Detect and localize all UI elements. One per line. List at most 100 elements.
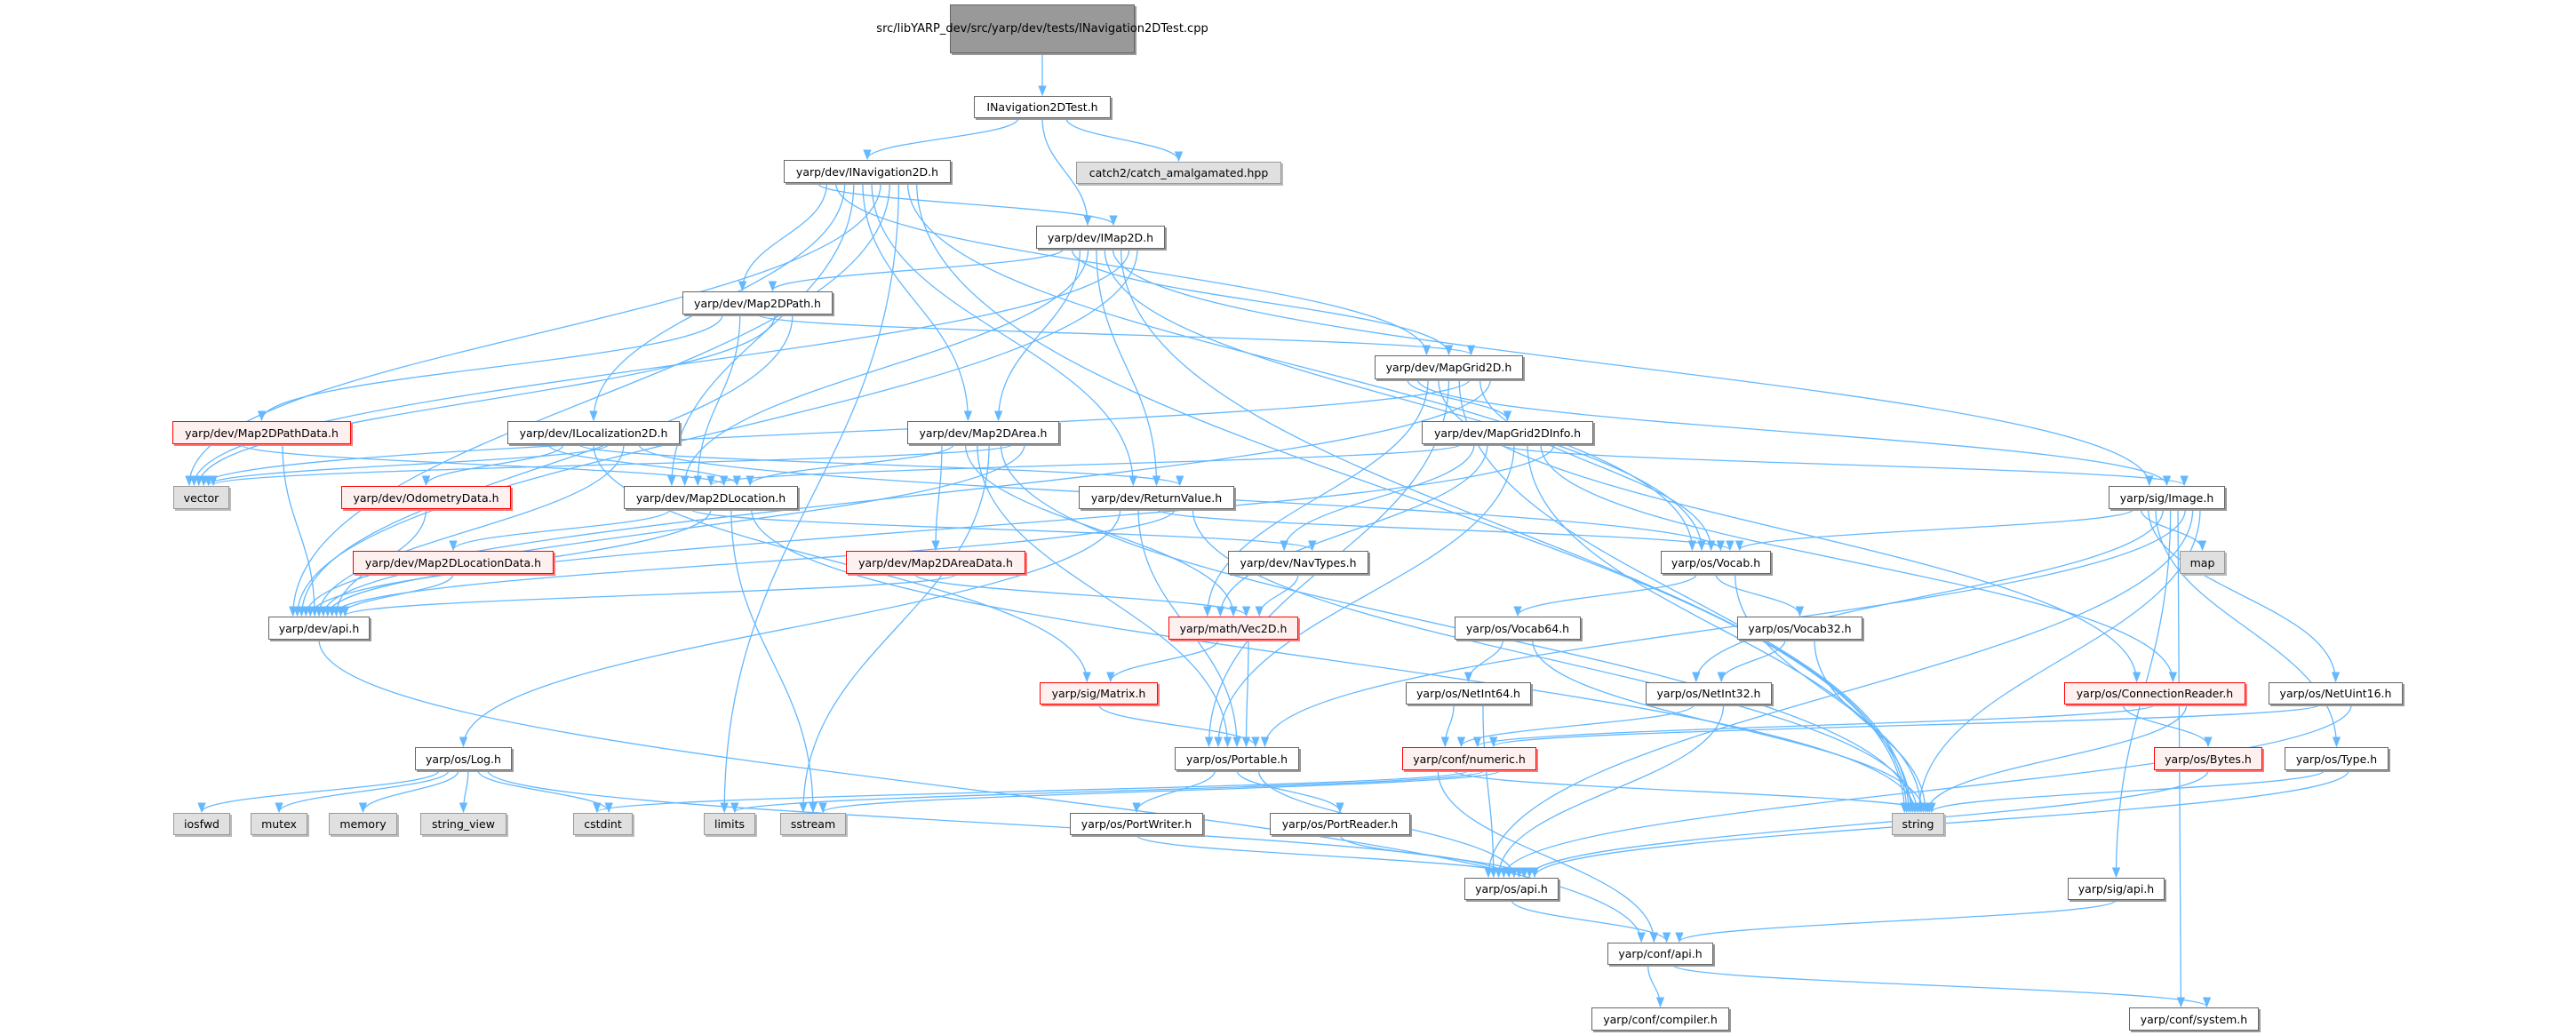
edge-vocab-to-vocab32 — [1715, 573, 1805, 617]
node-portwriter[interactable]: yarp/os/PortWriter.h — [1070, 813, 1203, 835]
node-grid[interactable]: yarp/dev/MapGrid2D.h — [1375, 355, 1523, 379]
node-label: INavigation2DTest.h — [986, 100, 1098, 114]
edge-loc-to-sstream — [730, 508, 817, 814]
edge-inav-to-imap — [817, 182, 1118, 227]
edge-log-to-string_view — [459, 769, 469, 814]
node-areadata[interactable]: yarp/dev/Map2DAreaData.h — [846, 551, 1025, 574]
edge-area-to-vec2d — [964, 443, 1238, 617]
node-label: map — [2189, 555, 2215, 569]
node-sstream[interactable]: sstream — [780, 813, 846, 835]
node-iloc[interactable]: yarp/dev/ILocalization2D.h — [507, 421, 680, 444]
node-odom[interactable]: yarp/dev/OdometryData.h — [341, 486, 511, 509]
edge-inav-to-string — [916, 182, 1909, 814]
node-netuint16[interactable]: yarp/os/NetUint16.h — [2269, 682, 2403, 705]
edge-image-to-osapi — [1484, 508, 2194, 879]
node-inav[interactable]: yarp/dev/INavigation2D.h — [784, 160, 951, 183]
node-navtypes[interactable]: yarp/dev/NavTypes.h — [1228, 551, 1368, 574]
edge-path-to-pathdata — [257, 314, 723, 422]
node-portable[interactable]: yarp/os/Portable.h — [1175, 747, 1299, 770]
edge-image-to-netint32 — [1692, 508, 2164, 683]
node-type[interactable]: yarp/os/Type.h — [2285, 747, 2389, 770]
edge-navtypes-to-vec2d — [1255, 573, 1299, 617]
edge-connreader-to-bytes — [2122, 704, 2213, 748]
node-confapi[interactable]: yarp/conf/api.h — [1607, 943, 1713, 965]
edge-vec2d-to-matrix — [1106, 639, 1219, 683]
node-log[interactable]: yarp/os/Log.h — [415, 747, 512, 770]
node-label: yarp/dev/MapGrid2D.h — [1385, 361, 1512, 374]
edge-connreader-to-numeric — [1473, 704, 2156, 748]
node-vocab32[interactable]: yarp/os/Vocab32.h — [1737, 617, 1862, 640]
edge-imap-to-image — [1112, 248, 2154, 487]
node-string[interactable]: string — [1892, 813, 1944, 835]
node-osapi[interactable]: yarp/os/api.h — [1464, 878, 1559, 900]
node-label: yarp/os/Type.h — [2295, 752, 2378, 766]
node-sigapi[interactable]: yarp/sig/api.h — [2068, 878, 2165, 900]
node-retval[interactable]: yarp/dev/ReturnValue.h — [1079, 486, 1234, 509]
node-area[interactable]: yarp/dev/Map2DArea.h — [907, 421, 1059, 444]
node-netint32[interactable]: yarp/os/NetInt32.h — [1646, 682, 1772, 705]
edge-grid-to-vector — [199, 378, 1471, 487]
node-devapi[interactable]: yarp/dev/api.h — [268, 617, 370, 640]
node-path[interactable]: yarp/dev/Map2DPath.h — [682, 291, 833, 314]
edge-image-to-map — [2140, 508, 2207, 552]
edge-gridinfo-to-vec2d — [1216, 443, 1488, 617]
node-cstdint[interactable]: cstdint — [573, 813, 633, 835]
edge-retval-to-devapi — [328, 508, 1176, 617]
node-numeric[interactable]: yarp/conf/numeric.h — [1402, 747, 1536, 770]
node-string-view[interactable]: string_view — [420, 813, 506, 835]
node-vector[interactable]: vector — [173, 486, 229, 509]
edge-portreader-to-osapi — [1339, 834, 1529, 879]
node-locdata[interactable]: yarp/dev/Map2DLocationData.h — [353, 551, 554, 574]
edge-path-to-vector — [195, 314, 776, 487]
edge-vocab-to-vocab64 — [1513, 573, 1697, 617]
node-imap[interactable]: yarp/dev/IMap2D.h — [1036, 226, 1165, 249]
edge-matrix-to-portable — [1097, 704, 1260, 748]
node-cpp[interactable]: src/libYARP_dev/src/yarp/dev/tests/INavi… — [876, 4, 1208, 53]
node-system[interactable]: yarp/conf/system.h — [2129, 1007, 2259, 1031]
edge-image-to-portable — [1260, 508, 2186, 748]
node-memory[interactable]: memory — [329, 813, 397, 835]
node-map[interactable]: map — [2180, 551, 2225, 574]
node-vocab[interactable]: yarp/os/Vocab.h — [1661, 551, 1771, 574]
node-test-h[interactable]: INavigation2DTest.h — [974, 96, 1111, 118]
edge-confapi-to-system — [1671, 964, 2211, 1008]
node-label: yarp/dev/api.h — [278, 621, 360, 635]
node-label: string — [1902, 817, 1934, 831]
node-iosfwd[interactable]: iosfwd — [173, 813, 230, 835]
edge-pathdata-to-devapi — [282, 443, 319, 617]
node-catch2[interactable]: catch2/catch_amalgamated.hpp — [1076, 162, 1281, 184]
edge-path-to-devapi — [297, 314, 794, 617]
edge-vec2d-to-portable — [1241, 639, 1251, 748]
node-mutex[interactable]: mutex — [251, 813, 307, 835]
node-bytes[interactable]: yarp/os/Bytes.h — [2154, 747, 2262, 770]
node-label: yarp/os/ConnectionReader.h — [2076, 687, 2234, 700]
node-vec2d[interactable]: yarp/math/Vec2D.h — [1168, 617, 1298, 640]
node-label: yarp/dev/ReturnValue.h — [1090, 490, 1223, 505]
node-label: sstream — [790, 817, 836, 831]
edge-grid-to-vocab — [1479, 378, 1716, 552]
node-label: yarp/dev/Map2DPath.h — [694, 296, 821, 310]
node-limits[interactable]: limits — [704, 813, 755, 835]
node-portreader[interactable]: yarp/os/PortReader.h — [1270, 813, 1410, 835]
node-gridinfo[interactable]: yarp/dev/MapGrid2DInfo.h — [1422, 421, 1593, 444]
node-vocab64[interactable]: yarp/os/Vocab64.h — [1455, 617, 1581, 640]
node-image[interactable]: yarp/sig/Image.h — [2109, 486, 2225, 509]
node-matrix[interactable]: yarp/sig/Matrix.h — [1040, 682, 1158, 705]
edge-imap-to-devapi — [292, 248, 1138, 617]
node-pathdata[interactable]: yarp/dev/Map2DPathData.h — [172, 421, 351, 444]
node-label: yarp/dev/Map2DPathData.h — [185, 426, 339, 440]
node-loc[interactable]: yarp/dev/Map2DLocation.h — [624, 486, 798, 509]
edge-area-to-loc — [746, 443, 954, 487]
edge-portable-to-portreader — [1236, 769, 1344, 814]
node-compiler[interactable]: yarp/conf/compiler.h — [1591, 1007, 1729, 1031]
edge-devapi-to-confapi — [318, 639, 1646, 943]
edge-vocab64-to-string — [1531, 639, 1928, 814]
node-connreader[interactable]: yarp/os/ConnectionReader.h — [2064, 682, 2245, 705]
edge-iloc-to-retval — [578, 443, 1184, 487]
node-label: yarp/os/Vocab.h — [1671, 555, 1761, 569]
node-netint64[interactable]: yarp/os/NetInt64.h — [1406, 682, 1531, 705]
edge-image-to-vocab — [1735, 508, 2134, 552]
edge-area-to-devapi — [319, 443, 1025, 617]
edge-grid-to-gridinfo — [1407, 378, 1512, 422]
